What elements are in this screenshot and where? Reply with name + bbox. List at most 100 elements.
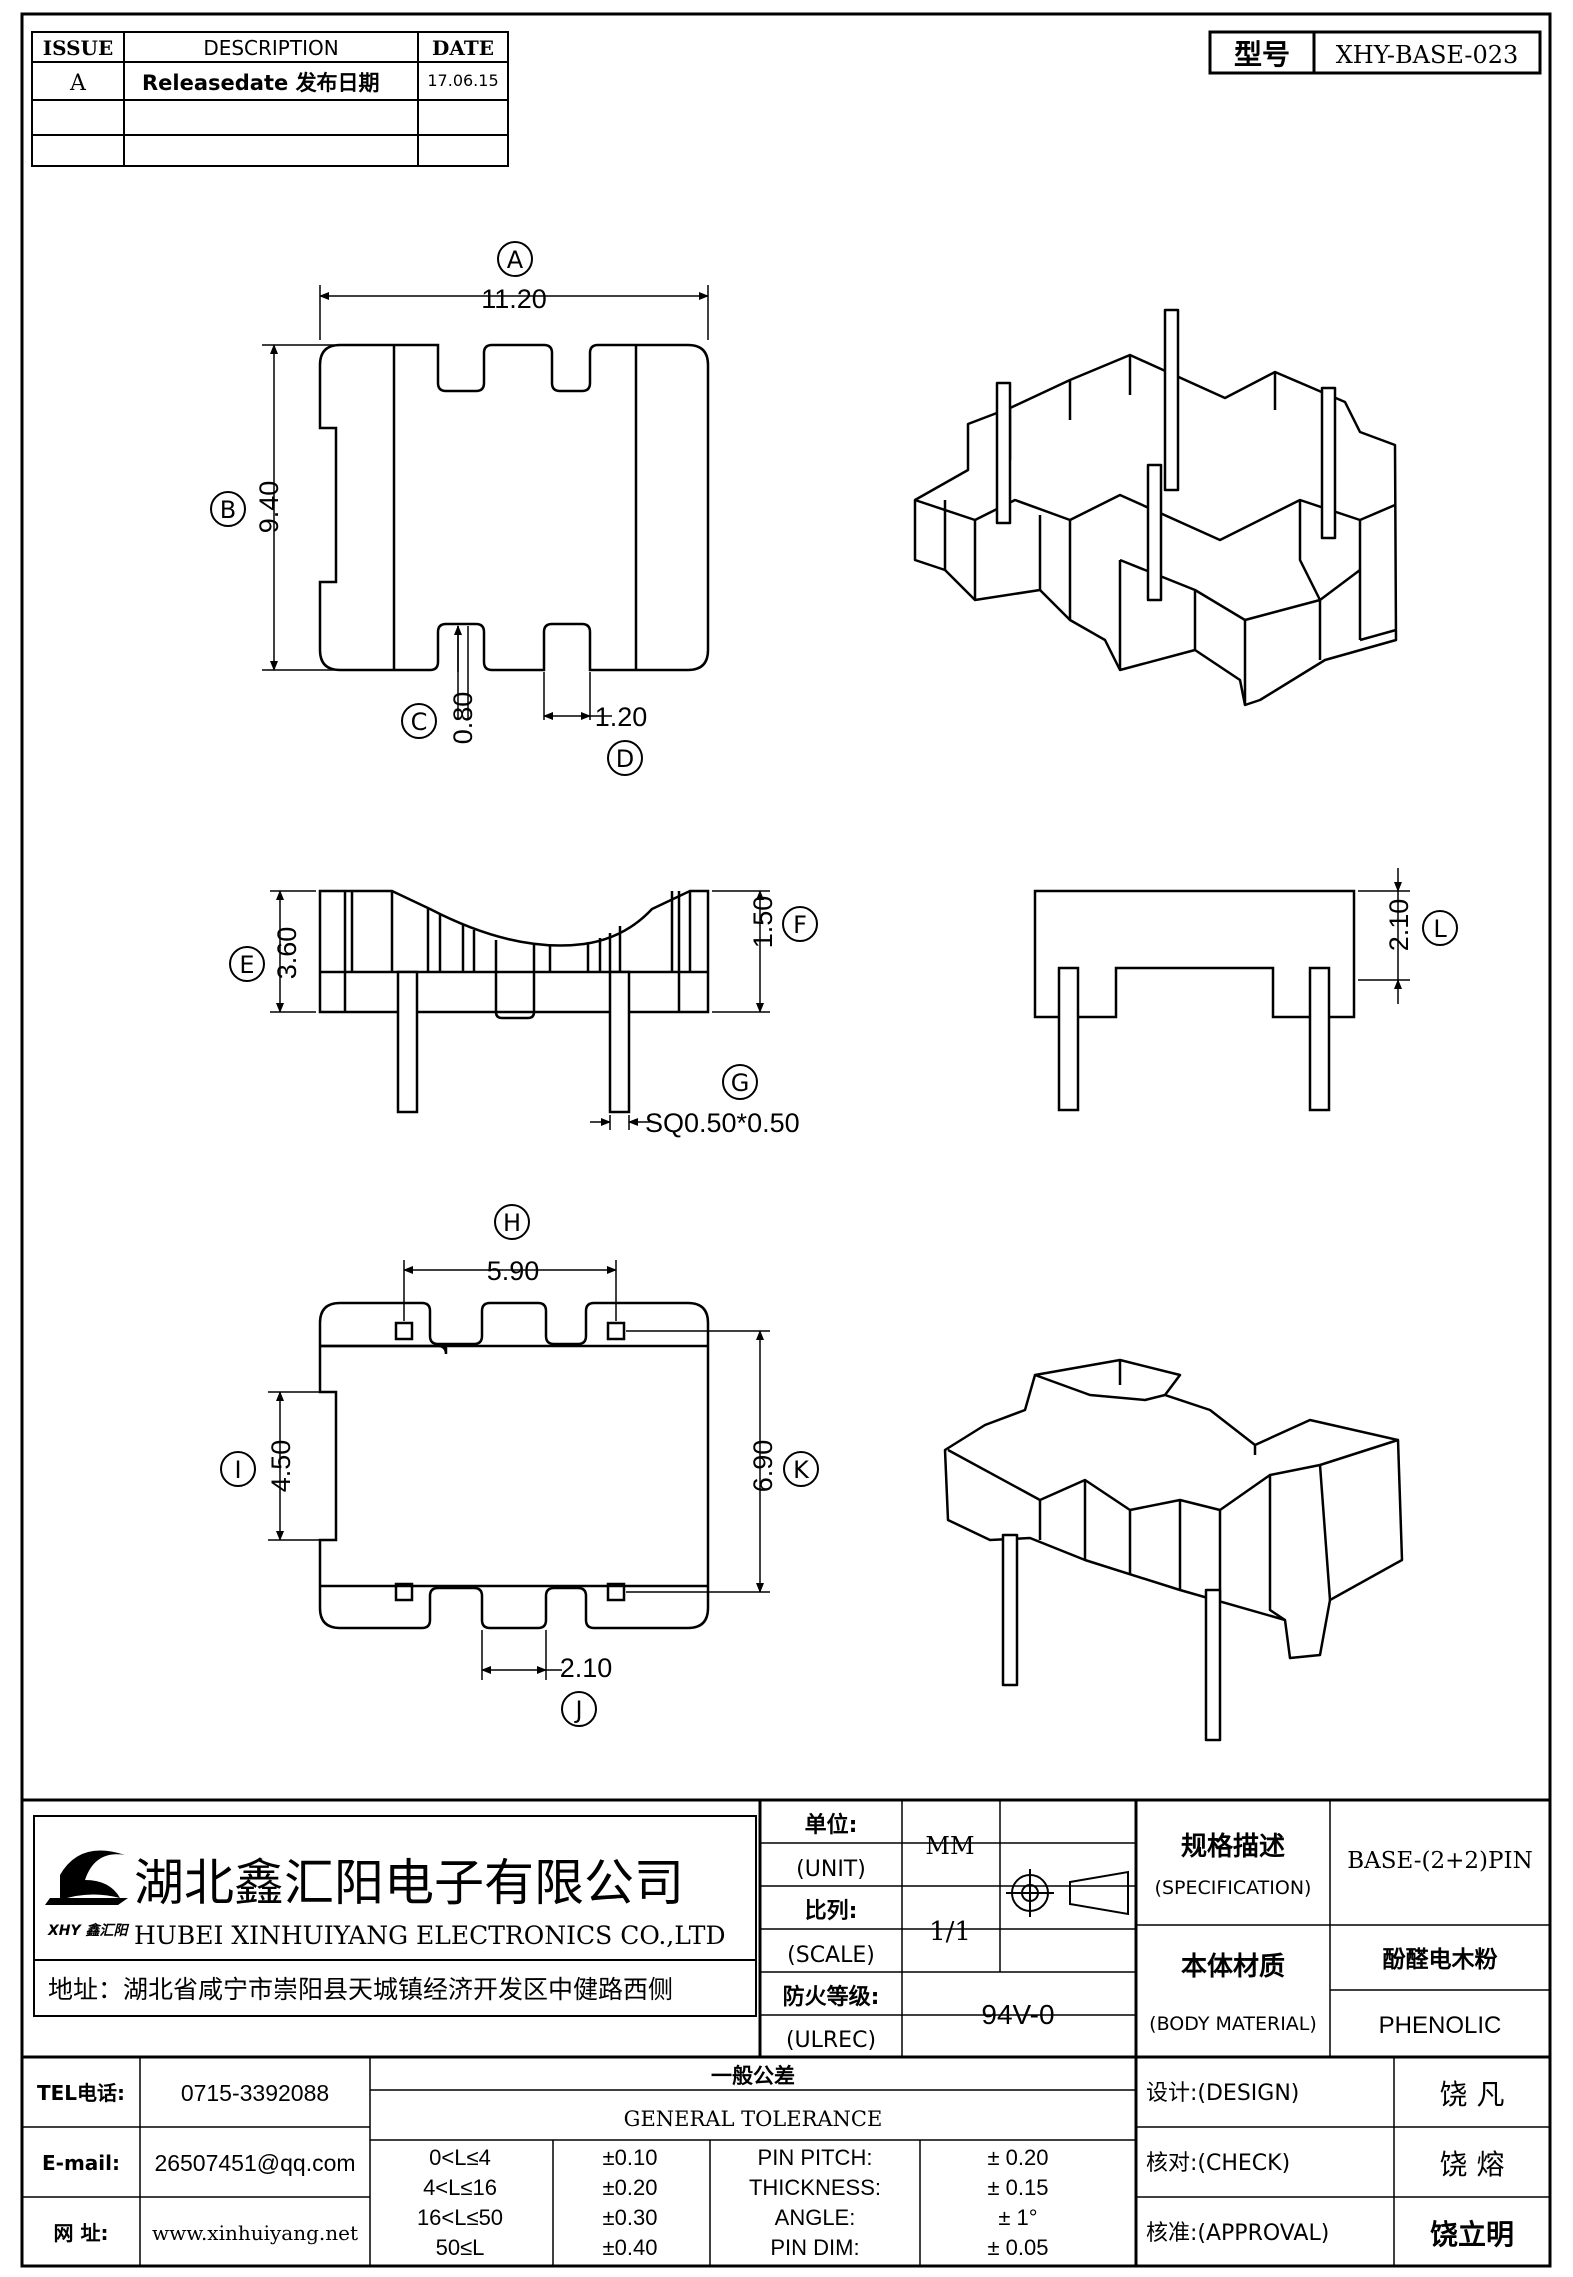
material-label-en: (BODY MATERIAL) <box>1149 2013 1317 2035</box>
projection-symbol <box>1006 1869 1129 1917</box>
drawing-frame <box>20 12 1552 2268</box>
label-K-bubble: K <box>783 1451 819 1487</box>
web-value: www.xinhuiyang.net <box>152 2221 358 2245</box>
tol-item-0: PIN PITCH: <box>758 2145 873 2170</box>
company-logo: XHY 鑫汇阳 <box>45 1850 130 1939</box>
revision-table <box>31 31 509 167</box>
tol-item-3: PIN DIM: <box>770 2235 859 2260</box>
svg-text:G: G <box>731 1069 750 1097</box>
tol-value-3: ±0.40 <box>603 2235 658 2260</box>
top-view-dims <box>262 285 709 720</box>
dim-I-value: 4.50 <box>266 1440 296 1493</box>
label-G-bubble: G <box>722 1064 758 1100</box>
fire-label-cn: 防火等级: <box>783 1984 880 2010</box>
svg-text:B: B <box>220 496 236 524</box>
svg-text:K: K <box>793 1456 810 1484</box>
tol-value-1: ±0.20 <box>603 2175 658 2200</box>
label-B-bubble: B <box>210 491 246 527</box>
dim-F-value: 1.50 <box>748 896 778 949</box>
dim-C-value: 0.80 <box>448 692 478 745</box>
company-name-en: HUBEI XINHUIYANG ELECTRONICS CO.,LTD <box>134 1921 726 1950</box>
svg-text:F: F <box>793 911 807 939</box>
tol-range-0: 0<L≤4 <box>429 2145 491 2170</box>
side-view-dims <box>1358 868 1410 1004</box>
rev-header-date: DATE <box>432 36 494 60</box>
label-I-bubble: I <box>220 1451 256 1487</box>
svg-text:H: H <box>503 1209 521 1237</box>
dim-G-value: SQ0.50*0.50 <box>645 1108 800 1138</box>
svg-text:I: I <box>234 1456 241 1484</box>
rev-issue-value: A <box>69 71 87 96</box>
approval-name: 饶立明 <box>1430 2218 1514 2251</box>
web-label: 网 址: <box>54 2221 109 2245</box>
front-view <box>318 889 710 1114</box>
label-C-bubble: C <box>401 703 437 739</box>
side-view <box>1033 889 1356 1112</box>
material-label-cn: 本体材质 <box>1181 1952 1285 1982</box>
dim-B-value: 9.40 <box>254 481 284 534</box>
spec-label-en: (SPECIFICATION) <box>1155 1877 1312 1899</box>
isometric-view-bottom <box>943 1358 1404 1742</box>
label-L-bubble: L <box>1422 910 1458 946</box>
tol-item-2: ANGLE: <box>775 2205 856 2230</box>
title-block-grid <box>22 1800 1550 2266</box>
label-H-bubble: H <box>494 1204 530 1240</box>
rev-header-description: DESCRIPTION <box>203 36 338 60</box>
rev-description-value: Releasedate 发布日期 <box>142 71 380 95</box>
scale-value: 1/1 <box>929 1917 971 1947</box>
dim-A-value: 11.20 <box>481 284 547 314</box>
tol-itemvalue-2: ± 1° <box>998 2205 1037 2230</box>
dim-J-value: 2.10 <box>560 1653 613 1683</box>
dim-L-value: 2.10 <box>1384 899 1414 952</box>
tol-value-0: ±0.10 <box>603 2145 658 2170</box>
material-value-en: PHENOLIC <box>1379 2012 1502 2039</box>
check-label: 核对:(CHECK) <box>1146 2151 1290 2176</box>
rev-date-value: 17.06.15 <box>427 71 498 90</box>
unit-label-cn: 单位: <box>805 1812 858 1838</box>
svg-text:E: E <box>239 951 254 979</box>
email-label: E-mail: <box>42 2151 120 2175</box>
model-label: 型号 <box>1234 38 1290 71</box>
label-E-bubble: E <box>229 946 265 982</box>
fire-value: 94V-0 <box>981 1999 1054 2030</box>
label-J-bubble: J <box>561 1691 597 1727</box>
tol-itemvalue-3: ± 0.05 <box>987 2235 1048 2260</box>
tol-range-2: 16<L≤50 <box>417 2205 503 2230</box>
approval-label: 核准:(APPROVAL) <box>1146 2221 1329 2246</box>
material-value-cn: 酚醛电木粉 <box>1383 1947 1498 1973</box>
fire-label-en: (ULREC) <box>786 2028 876 2053</box>
tol-item-1: THICKNESS: <box>749 2175 881 2200</box>
tolerance-title-cn: 一般公差 <box>711 2064 795 2088</box>
rev-header-issue: ISSUE <box>43 36 114 60</box>
spec-label-cn: 规格描述 <box>1181 1831 1285 1862</box>
tol-itemvalue-0: ± 0.20 <box>987 2145 1048 2170</box>
front-view-dims <box>270 890 770 1130</box>
top-view <box>318 343 710 672</box>
scale-label-en: (SCALE) <box>787 1943 875 1968</box>
company-logo-text: XHY 鑫汇阳 <box>47 1922 130 1939</box>
tel-label: TEL电话: <box>37 2081 125 2105</box>
label-D-bubble: D <box>607 740 643 776</box>
design-name: 饶 凡 <box>1440 2078 1505 2111</box>
bottom-view-dims <box>268 1260 770 1680</box>
company-name-cn: 湖北鑫汇阳电子有限公司 <box>134 1854 684 1912</box>
unit-label-en: (UNIT) <box>796 1857 866 1882</box>
svg-text:L: L <box>1433 915 1447 943</box>
tolerance-title-en: GENERAL TOLERANCE <box>624 2107 883 2131</box>
spec-value: BASE-(2+2)PIN <box>1347 1848 1532 1874</box>
label-F-bubble: F <box>782 906 818 942</box>
dim-E-value: 3.60 <box>272 927 302 980</box>
tol-itemvalue-1: ± 0.15 <box>987 2175 1048 2200</box>
tol-range-3: 50≤L <box>436 2235 485 2260</box>
svg-text:A: A <box>507 246 524 274</box>
isometric-view-top <box>913 308 1398 707</box>
tel-value: 0715-3392088 <box>181 2080 329 2106</box>
email-value: 26507451@qq.com <box>154 2150 355 2176</box>
model-box <box>1208 30 1542 75</box>
scale-label-cn: 比列: <box>805 1899 858 1924</box>
dim-D-value: 1.20 <box>595 702 648 732</box>
company-address: 地址：湖北省咸宁市崇阳县天城镇经济开发区中健路西侧 <box>48 1975 673 2004</box>
label-A-bubble: A <box>497 241 533 277</box>
dim-H-value: 5.90 <box>487 1256 540 1286</box>
